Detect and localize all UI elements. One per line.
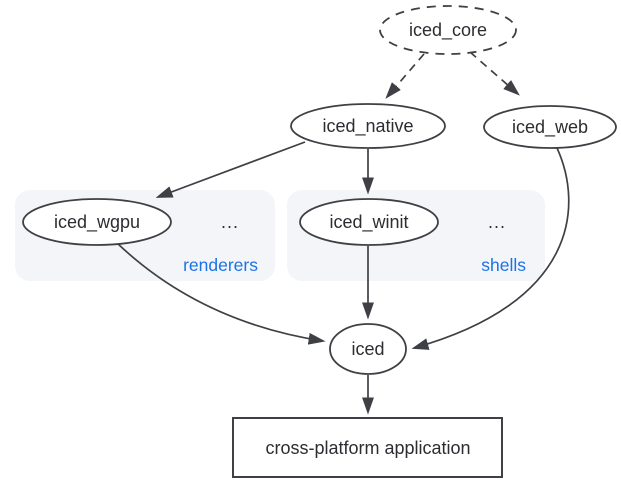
- edge-iced_wgpu-iced: [116, 242, 326, 345]
- node-application-box: [232, 417, 503, 478]
- node-iced-winit-label: iced_winit: [329, 212, 408, 233]
- renderers-group-label: renderers: [183, 255, 258, 275]
- node-iced: [329, 323, 407, 375]
- node-iced-core-label: iced_core: [409, 20, 487, 41]
- node-iced-native: [290, 103, 446, 149]
- node-iced-web-label: iced_web: [512, 117, 588, 138]
- node-iced-web: [483, 105, 617, 149]
- edge-iced_core-iced_native: [385, 53, 425, 99]
- node-iced-core: [379, 5, 517, 55]
- edge-iced_web-iced: [411, 147, 570, 350]
- edge-iced_core-iced_web: [469, 51, 520, 96]
- node-iced-native-label: iced_native: [322, 116, 413, 137]
- node-iced-winit: [299, 198, 439, 246]
- node-iced-wgpu-label: iced_wgpu: [54, 212, 140, 233]
- node-application-label: cross-platform application: [265, 438, 470, 458]
- shells-more-indicator: ...: [488, 212, 506, 232]
- node-iced-wgpu: [22, 198, 172, 246]
- shells-group-label: shells: [481, 255, 526, 275]
- edge-iced_native-iced_wgpu: [155, 141, 306, 198]
- renderers-more-indicator: ...: [221, 212, 239, 232]
- node-iced-label: iced: [351, 339, 384, 359]
